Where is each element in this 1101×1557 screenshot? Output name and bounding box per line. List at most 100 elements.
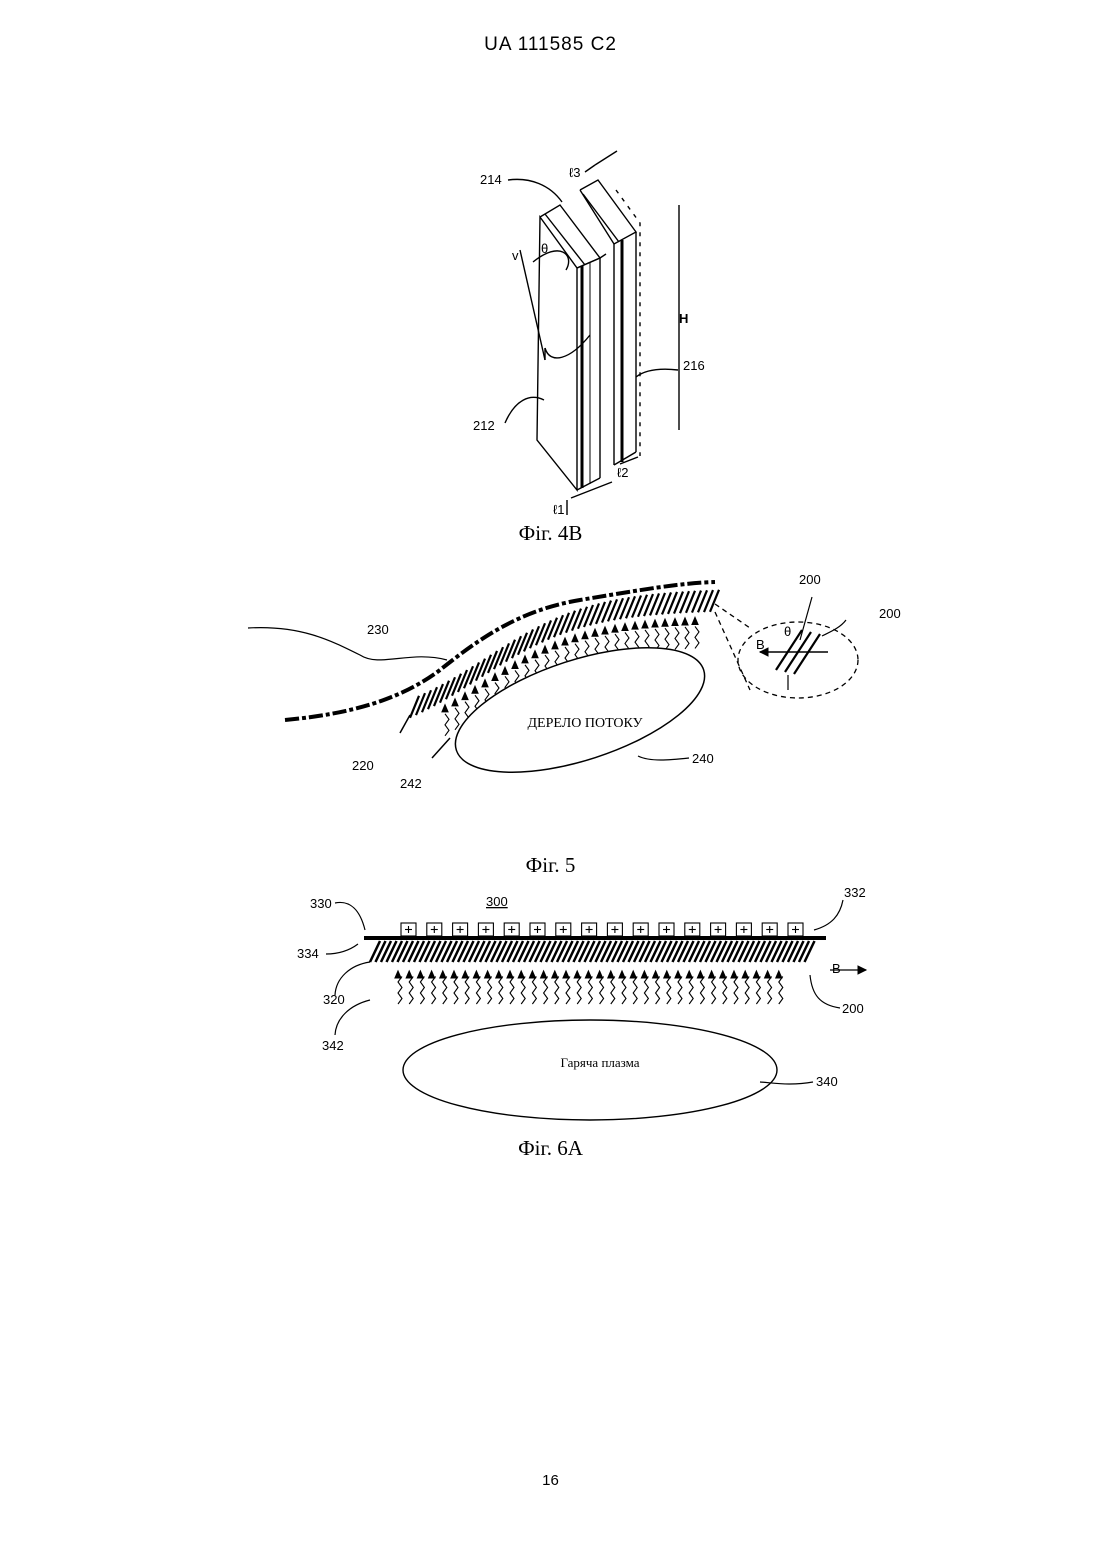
fig6a-flux-arrow [544, 977, 548, 1005]
fig5-fin [506, 640, 515, 662]
fig5-drawing [248, 582, 858, 798]
fig5-arrowhead [512, 661, 518, 668]
fig6a-fin [392, 941, 402, 962]
fig6a-arrowhead [720, 971, 726, 978]
fig5-flux-source [441, 622, 719, 797]
fig6a-arrowhead [473, 971, 479, 978]
fig6a-fin [568, 941, 578, 962]
label-320: 320 [323, 992, 345, 1007]
fig6a-fin [524, 941, 534, 962]
fig6a-flux-arrow [566, 977, 570, 1005]
fig5-arrowhead [482, 680, 488, 687]
label-334: 334 [297, 946, 319, 961]
fig6a-arrowhead [653, 971, 659, 978]
fig4b-labels: 214 212 216 H v θ ℓ1 ℓ2 ℓ3 [473, 165, 705, 517]
fig5-arrowhead [682, 618, 688, 625]
fig5-fin [416, 693, 425, 715]
fig5-caption: Фіг. 5 [0, 853, 1101, 878]
fig6a-arrowhead [395, 971, 401, 978]
fig6a-flux-arrow [689, 977, 693, 1005]
fig6a-arrowhead [507, 971, 513, 978]
fig6a-arrowhead [675, 971, 681, 978]
fig6a-arrowhead [406, 971, 412, 978]
fig5-fin [542, 620, 551, 642]
fig6a-arrowhead [440, 971, 446, 978]
fig5-arrowhead [642, 621, 648, 628]
fig6a-flux-arrow [712, 977, 716, 1005]
fig5-fin [554, 615, 563, 637]
label-242: 242 [400, 776, 422, 791]
fig5-fin [536, 623, 545, 645]
label-B: B [756, 637, 765, 652]
fig6a-arrowhead [496, 971, 502, 978]
label-theta: θ [541, 241, 548, 256]
fig6a-arrowhead [574, 971, 580, 978]
fig6a-fin [381, 941, 391, 962]
fig6a-fin [497, 941, 507, 962]
fig6a-fin [370, 941, 380, 962]
fig5-fin [530, 626, 539, 648]
fig5-fin [488, 651, 497, 673]
label-342: 342 [322, 1038, 344, 1053]
fig6a-fin [645, 941, 655, 962]
fig6a-fin [678, 941, 688, 962]
fig6a-fin [475, 941, 485, 962]
fig6a-arrowhead [765, 971, 771, 978]
fig6a-fin [766, 941, 776, 962]
fig6a-fin [431, 941, 441, 962]
fig5-flux-arrow [695, 626, 699, 648]
fig6a-flux-arrow [768, 977, 772, 1005]
fig5-arrowhead [582, 632, 588, 639]
fig6a-fin [788, 941, 798, 962]
fig6a-fin [469, 941, 479, 962]
fig6a-flux-arrow [577, 977, 581, 1005]
fig6a-arrowhead [597, 971, 603, 978]
fig6a-flux-arrow [588, 977, 592, 1005]
fig6a-fin [453, 941, 463, 962]
fig6a-fin [464, 941, 474, 962]
fig6a-flux-arrow [521, 977, 525, 1005]
fig6a-fin [656, 941, 666, 962]
fig6a-fin [618, 941, 628, 962]
fig6a-fin [541, 941, 551, 962]
fig6a-arrowhead [563, 971, 569, 978]
fig4b-drawing [505, 151, 679, 515]
fig5-fin [482, 655, 491, 677]
fig6a-fin [673, 941, 683, 962]
fig5-arrowhead [462, 693, 468, 700]
fig6a-fin [442, 941, 452, 962]
page-number: 16 [0, 1472, 1101, 1489]
fig5-arrowhead [532, 651, 538, 658]
label-B-6a: B [832, 961, 841, 976]
fig6a-caption: Фіг. 6А [0, 1136, 1101, 1161]
fig6a-fin [750, 941, 760, 962]
fig6a-fin [689, 941, 699, 962]
fig6a-fin [563, 941, 573, 962]
fig6a-fin [623, 941, 633, 962]
fig6a-flux-arrow [600, 977, 604, 1005]
label-240: 240 [692, 751, 714, 766]
fig6a-fin [502, 941, 512, 962]
fig6a-fin [535, 941, 545, 962]
fig6a-fin [651, 941, 661, 962]
fig6a-arrowhead [619, 971, 625, 978]
fig5-fin [560, 613, 569, 635]
fig6a-fin [519, 941, 529, 962]
label-200-b: 200 [879, 606, 901, 621]
fig5-arrowhead [472, 686, 478, 693]
label-212: 212 [473, 418, 495, 433]
fig6a-fin [634, 941, 644, 962]
fig6a-flux-arrow [611, 977, 615, 1005]
label-l3: ℓ3 [569, 165, 580, 180]
fig5-fin [422, 690, 431, 712]
fig6a-arrowhead [731, 971, 737, 978]
fig6a-fin [513, 941, 523, 962]
fig6a-fin [667, 941, 677, 962]
fig5-arrowhead [542, 646, 548, 653]
fig6a-arrowhead [552, 971, 558, 978]
label-300: 300 [486, 894, 508, 909]
label-214: 214 [480, 172, 502, 187]
fig5-arrowhead [562, 638, 568, 645]
label-330: 330 [310, 896, 332, 911]
fig6a-flux-arrow [476, 977, 480, 1005]
